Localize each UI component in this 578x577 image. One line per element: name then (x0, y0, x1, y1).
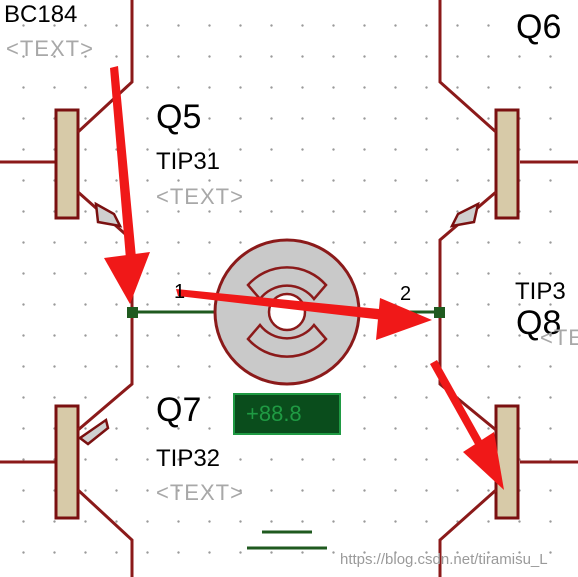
label-q7-text: <TEXT> (156, 480, 244, 505)
q6-body (494, 108, 520, 220)
red-arrow-mid-head (376, 298, 432, 340)
red-arrow-mid-shaft (176, 289, 400, 322)
q5-body (54, 108, 80, 220)
q7-emitter-lead (77, 312, 134, 432)
q8-body (494, 404, 520, 520)
q5-emitter-arrow (94, 201, 123, 228)
motor-top-brush (246, 266, 328, 301)
annotation-arrows (104, 66, 504, 490)
label-text-top-left: <TEXT> (6, 36, 94, 61)
red-arrow-right-shaft (430, 360, 484, 448)
q5-collector-lead (76, 0, 134, 134)
watermark: https://blog.csdn.net/tiramisu_L (340, 551, 548, 568)
meter-readout: +88.8 (246, 401, 302, 426)
label-q8-text: <TE (540, 325, 578, 350)
transistor-q8[interactable] (438, 312, 578, 577)
label-q8: Q8 (516, 304, 561, 342)
q6-collector-lead (438, 0, 497, 134)
red-arrow-right-head (463, 432, 504, 490)
label-q7-part: TIP32 (156, 445, 220, 472)
label-bc184: BC184 (4, 1, 77, 28)
label-pin-2: 2 (400, 283, 411, 305)
label-q6: Q6 (516, 8, 561, 46)
q8-collector-lead (438, 312, 497, 432)
label-q5-part: TIP31 (156, 148, 220, 175)
q7-emitter-arrow (77, 417, 110, 446)
label-q8-part: TIP3 (515, 278, 566, 305)
q7-collector-lead (76, 488, 134, 577)
transistor-q7[interactable] (0, 312, 134, 577)
motor-bottom-brush (246, 323, 328, 358)
red-arrow-left-shaft (110, 66, 136, 259)
q7-body (54, 404, 80, 520)
junction-left (127, 307, 138, 318)
junction-right (434, 307, 445, 318)
label-q7: Q7 (156, 391, 201, 429)
transistor-q6[interactable] (438, 0, 578, 312)
label-q5-text: <TEXT> (156, 184, 244, 209)
label-pin-1: 1 (174, 281, 185, 303)
q8-emitter-lead (438, 488, 497, 577)
red-arrow-left-head (104, 252, 150, 304)
q6-emitter-arrow (449, 201, 480, 228)
label-q5: Q5 (156, 98, 201, 136)
voltage-meter[interactable] (233, 393, 341, 435)
